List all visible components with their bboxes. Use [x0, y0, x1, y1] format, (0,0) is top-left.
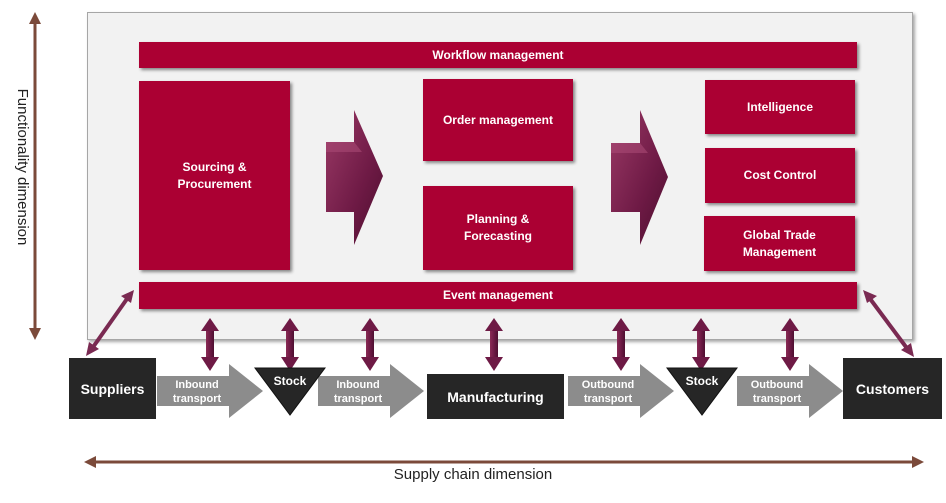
cost-control-label: Cost Control: [743, 168, 817, 182]
transport-label-line1: Inbound: [175, 379, 218, 391]
intelligence-label: Intelligence: [746, 99, 814, 114]
planning-forecasting-block[interactable]: Planning & Forecasting: [423, 186, 573, 270]
vertical-connector: [781, 318, 799, 371]
flow-arrow-2: [611, 110, 668, 245]
suppliers-node[interactable]: Suppliers: [69, 358, 156, 419]
stock-label: Stock: [274, 374, 307, 388]
workflow-management-label: Workflow management: [432, 47, 564, 62]
transport-label-line1: Outbound: [582, 379, 635, 391]
vertical-connector: [281, 318, 299, 371]
transport-label-line1: Inbound: [336, 379, 379, 391]
transport-label-line1: Outbound: [751, 379, 804, 391]
transport-arrow: Outbound transport: [737, 364, 843, 418]
event-management-label: Event management: [442, 288, 554, 302]
suppliers-label: Suppliers: [80, 380, 145, 397]
transport-arrow: Inbound transport: [157, 364, 263, 418]
horizontal-axis-arrow: [84, 456, 924, 468]
vertical-connector: [485, 318, 503, 371]
transport-arrow: Inbound transport: [318, 364, 424, 418]
flow-arrow-1: [326, 110, 383, 245]
global-trade-management-label: Global Trade Management: [742, 227, 817, 259]
manufacturing-label: Manufacturing: [447, 388, 544, 405]
customers-diagonal-connector: [863, 290, 914, 357]
suppliers-diagonal-connector: [86, 290, 134, 356]
manufacturing-node[interactable]: Manufacturing: [427, 374, 564, 419]
transport-label-line2: transport: [753, 393, 802, 405]
vertical-connector: [201, 318, 219, 371]
stock-triangle: Stock: [666, 367, 738, 416]
vertical-connector: [692, 318, 710, 371]
cost-control-block[interactable]: Cost Control: [705, 148, 855, 203]
customers-label: Customers: [855, 380, 930, 397]
stock-triangle: Stock: [254, 367, 326, 416]
supply-chain-dimension-label: Supply chain dimension: [393, 466, 553, 483]
transport-label-line2: transport: [173, 393, 222, 405]
intelligence-block[interactable]: Intelligence: [705, 80, 855, 134]
workflow-management-bar[interactable]: Workflow management: [139, 42, 857, 68]
transport-arrow: Outbound transport: [568, 364, 674, 418]
event-management-bar[interactable]: Event management: [139, 282, 857, 309]
vertical-connector: [612, 318, 630, 371]
customers-node[interactable]: Customers: [843, 358, 942, 419]
global-trade-management-block[interactable]: Global Trade Management: [704, 216, 855, 271]
transport-label-line2: transport: [334, 393, 383, 405]
sourcing-procurement-label: Sourcing & Procurement: [177, 159, 252, 191]
transport-label-line2: transport: [584, 393, 633, 405]
sourcing-procurement-block[interactable]: Sourcing & Procurement: [139, 81, 290, 270]
stock-label: Stock: [686, 374, 719, 388]
vertical-axis-arrow: [29, 12, 41, 340]
vertical-connector: [361, 318, 379, 371]
planning-forecasting-label: Planning & Forecasting: [463, 212, 532, 243]
order-management-label: Order management: [442, 112, 554, 127]
order-management-block[interactable]: Order management: [423, 79, 573, 161]
